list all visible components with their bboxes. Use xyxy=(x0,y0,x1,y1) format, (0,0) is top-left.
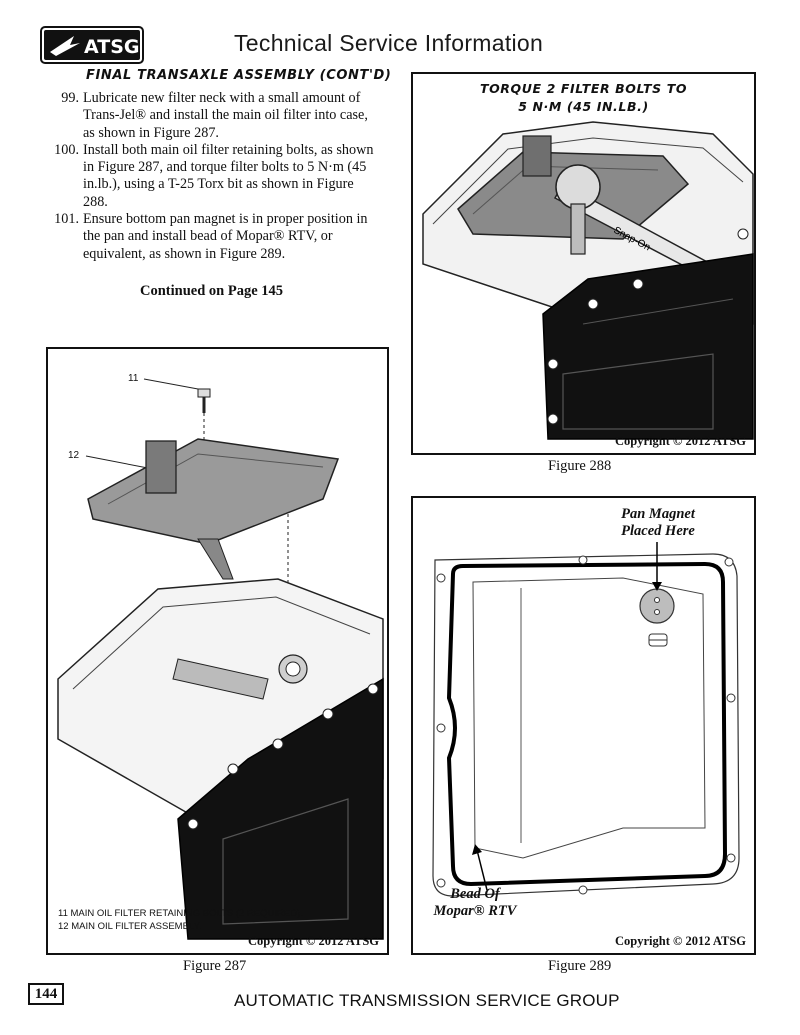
figure-288-caption: Figure 288 xyxy=(548,458,612,474)
step-100: 100. Install both main oil filter retain… xyxy=(48,142,378,211)
procedure-steps: 99. Lubricate new filter neck with a sma… xyxy=(48,90,378,263)
figure-289-illustration xyxy=(432,542,740,897)
page-number: 144 xyxy=(28,983,64,1005)
figure-289-copyright: Copyright © 2012 ATSG xyxy=(615,934,746,948)
section-title: FINAL TRANSAXLE ASSEMBLY (CONT'D) xyxy=(86,68,392,83)
figure-287-panel: 11 12 11 MAIN OIL FILTER RETAINING BOLTS… xyxy=(46,347,389,955)
figure-288-title-line1: TORQUE 2 FILTER BOLTS TO xyxy=(479,81,688,96)
reference-number-12: 12 xyxy=(68,450,80,461)
step-number: 99. xyxy=(61,90,79,106)
pan-magnet-callout: Pan Magnet Placed Here xyxy=(603,506,713,540)
rtv-bead-callout: Bead Of Mopar® RTV xyxy=(425,886,525,920)
figure-287-caption: Figure 287 xyxy=(183,958,247,974)
callout-line: Pan Magnet xyxy=(621,506,695,522)
figure-287-copyright: Copyright © 2012 ATSG xyxy=(248,934,379,948)
figure-288-illustration: Snap-On xyxy=(422,121,754,440)
step-text: Lubricate new filter neck with a small a… xyxy=(83,90,368,141)
step-text: Ensure bottom pan magnet is in proper po… xyxy=(83,211,368,262)
page-header-title: Technical Service Information xyxy=(234,30,544,56)
figure-287-illustration xyxy=(57,378,384,940)
atsg-logo: ATSG xyxy=(40,26,144,64)
callout-line: Mopar® RTV xyxy=(433,903,517,919)
figure-288-copyright: Copyright © 2012 ATSG xyxy=(615,434,746,448)
step-number: 101. xyxy=(54,211,79,228)
callout-line: Placed Here xyxy=(621,523,695,539)
figure-289-caption: Figure 289 xyxy=(548,958,612,974)
figure-287-legend-item: 12 MAIN OIL FILTER ASSEMBLY. xyxy=(58,921,202,932)
figure-288-panel: TORQUE 2 FILTER BOLTS TO 5 N·M (45 IN.LB… xyxy=(411,72,756,455)
step-number: 100. xyxy=(54,141,79,158)
continued-note: Continued on Page 145 xyxy=(140,283,284,299)
step-text: Install both main oil filter retaining b… xyxy=(83,141,374,210)
step-101: 101. Ensure bottom pan magnet is in prop… xyxy=(48,211,378,263)
footer-text: AUTOMATIC TRANSMISSION SERVICE GROUP xyxy=(234,991,620,1010)
reference-number-11: 11 xyxy=(128,373,139,384)
figure-288-title: TORQUE 2 FILTER BOLTS TO 5 N·M (45 IN.LB… xyxy=(413,80,754,116)
figure-287-legend-item: 11 MAIN OIL FILTER RETAINING BOLTS (2 RE… xyxy=(58,908,303,919)
logo-text: ATSG xyxy=(84,36,139,58)
figure-289-panel: Pan Magnet Placed Here Bead Of Mopar® RT… xyxy=(411,496,756,955)
callout-line: Bead Of xyxy=(450,886,500,902)
step-99: 99. Lubricate new filter neck with a sma… xyxy=(48,90,378,142)
figure-288-title-line2: 5 N·M (45 IN.LB.) xyxy=(518,99,649,114)
